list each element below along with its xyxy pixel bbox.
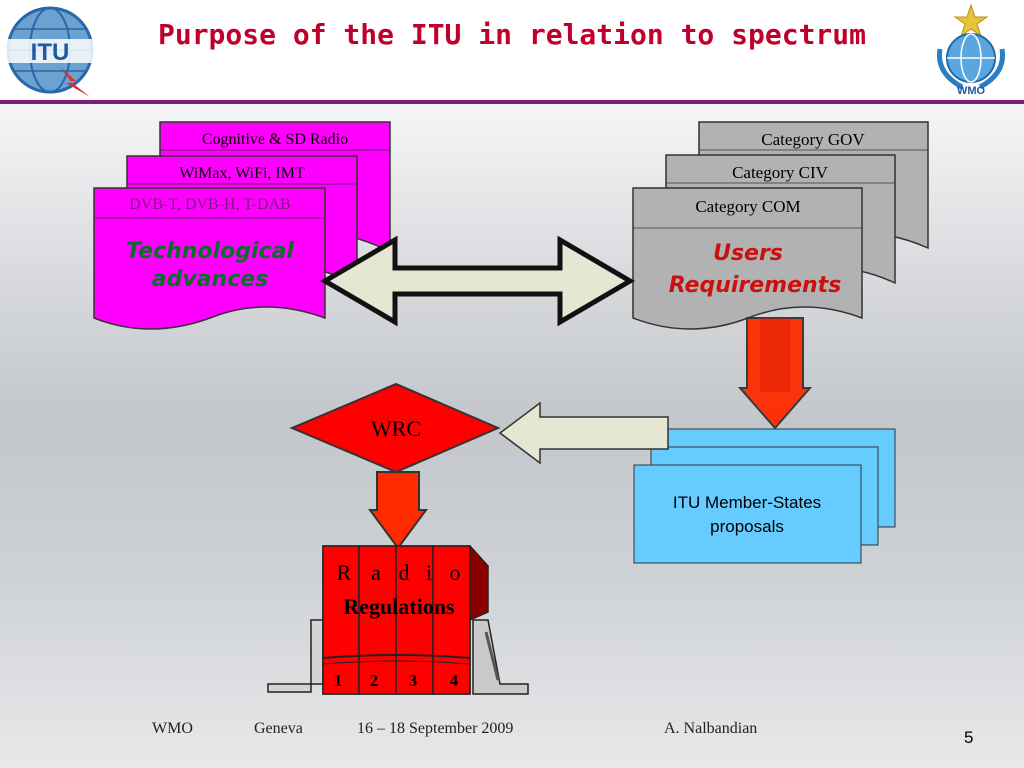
volume-number-2: 2 [370, 671, 379, 690]
tech-doc-label-wimax: WiMax, WiFi, IMT [179, 165, 305, 182]
wmo-logo: WMO [922, 3, 1020, 97]
down-arrow-users [737, 317, 813, 430]
tech-doc-label-dvb: DVB-T, DVB-H, T-DAB [129, 196, 290, 213]
radio-letter-r: R [337, 560, 352, 585]
down-arrow-wrc [368, 471, 428, 550]
tech-label-line1: Technological [126, 239, 294, 264]
proposals-label-line1: ITU Member-States [673, 493, 821, 512]
radio-letter-d: d [399, 560, 410, 585]
wrc-diamond: WRC [289, 382, 501, 474]
user-doc-label-com: Category COM [695, 197, 800, 216]
volume-number-4: 4 [450, 671, 459, 690]
volume-number-1: 1 [334, 671, 343, 690]
itu-logo-text: ITU [31, 39, 70, 66]
header-bar [0, 0, 1024, 100]
users-label-line2: Requirements [669, 273, 842, 298]
radio-letter-i: i [426, 560, 432, 585]
user-doc-front: Category COM Users Requirements [632, 187, 863, 330]
radio-letter-o: o [450, 560, 461, 585]
tech-doc-front: DVB-T, DVB-H, T-DAB Technological advanc… [93, 187, 326, 330]
volume-number-3: 3 [409, 671, 418, 690]
user-doc-label-gov: Category GOV [761, 130, 865, 149]
proposals-label-line2: proposals [710, 517, 784, 536]
footer-org: WMO [152, 720, 193, 737]
wrc-label: WRC [371, 416, 421, 441]
tech-label-line2: advances [152, 267, 269, 292]
left-arrow-proposals-to-wrc [498, 401, 669, 465]
double-arrow [320, 235, 635, 327]
header-divider [0, 100, 1024, 104]
regulations-word: Regulations [343, 594, 455, 619]
footer-dates: 16 – 18 September 2009 [357, 720, 514, 737]
footer-city: Geneva [254, 720, 303, 737]
itu-logo: ITU [2, 3, 100, 97]
proposal-doc-front [633, 464, 862, 564]
users-label-line1: Users [713, 241, 783, 266]
user-doc-label-civ: Category CIV [732, 163, 829, 182]
wmo-logo-text: WMO [957, 85, 986, 97]
tech-doc-label-cognitive: Cognitive & SD Radio [202, 131, 348, 148]
footer-author: A. Nalbandian [664, 720, 758, 737]
slide-title: Purpose of the ITU in relation to spectr… [157, 18, 866, 51]
page-number: 5 [964, 728, 974, 747]
radio-regulations-books: R a d i o Regulations 1 2 3 4 [267, 544, 529, 695]
radio-letter-a: a [371, 560, 381, 585]
